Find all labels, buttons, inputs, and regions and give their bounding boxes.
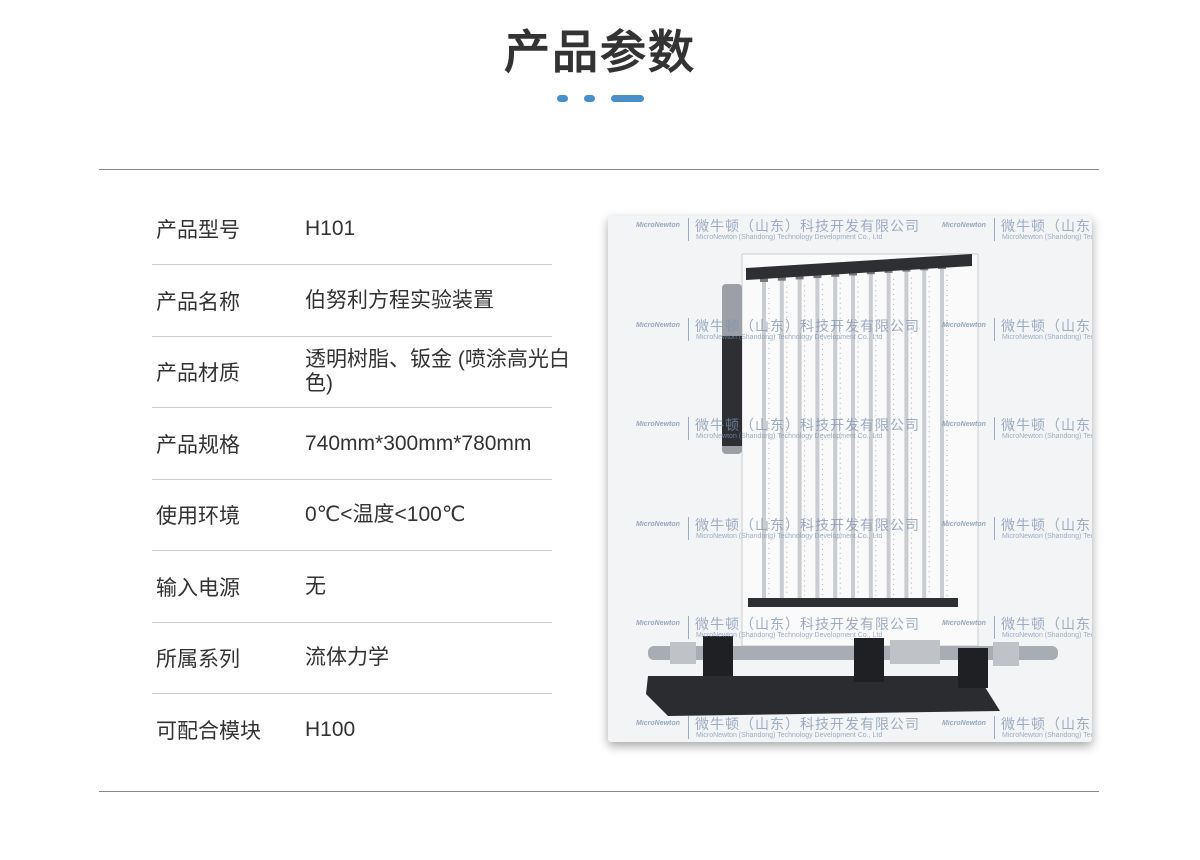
watermark-en: MicroNewton (Shandong) Technology Develo… (994, 632, 1092, 639)
watermark-cn: 微牛顿（山东）科技开发有限公司 (688, 218, 920, 234)
watermark-en: MicroNewton (Shandong) Technology Develo… (994, 731, 1092, 739)
watermark-en: MicroNewton (Shandong) Technology Develo… (994, 333, 1092, 341)
watermark-en: MicroNewton (Shandong) Technology Develo… (688, 433, 920, 440)
spec-label: 使用环境 (156, 505, 240, 528)
spec-row: 产品名称 伯努利方程实验装置 (152, 266, 552, 337)
piezometer-tube (868, 270, 873, 601)
bottom-divider (99, 791, 1099, 792)
spec-label: 所属系列 (156, 648, 240, 671)
piezometer-tube (779, 276, 784, 601)
watermark-cn: 微牛顿（山东）科技开发有限公司 (688, 317, 920, 334)
piezometer-tube (904, 267, 909, 601)
watermark-en: MicroNewton (Shandong) Technology Develo… (688, 532, 920, 540)
piezometer-tube (815, 274, 820, 601)
watermark-cn: 微牛顿（山东）科技开发有限公司 (994, 218, 1092, 234)
watermark-cn: 微牛顿（山东）科技开发有限公司 (688, 715, 920, 732)
spec-row: 产品型号 H101 (152, 194, 552, 265)
watermark-logo: MicroNewton (636, 620, 680, 627)
watermark-en: MicroNewton (Shandong) Technology Develo… (688, 731, 920, 739)
watermark-logo: MicroNewton (636, 222, 680, 229)
spec-value: 透明树脂、钣金 (喷涂高光白色) (305, 348, 570, 395)
title-accent-bar (611, 95, 644, 102)
watermark-cn: 微牛顿（山东）科技开发有限公司 (994, 317, 1092, 334)
watermark-logo: MicroNewton (636, 321, 680, 329)
piezometer-tube (851, 271, 855, 601)
watermark-logo: MicroNewton (636, 421, 680, 428)
watermark-logo: MicroNewton (942, 222, 986, 229)
spec-value: H101 (305, 217, 356, 240)
spec-label: 输入电源 (156, 576, 240, 600)
watermark-en: MicroNewton (Shandong) Technology Develo… (688, 333, 920, 341)
watermark-en: MicroNewton (Shandong) Technology Develo… (688, 632, 920, 639)
title-accent-dot (584, 95, 595, 102)
watermark-en: MicroNewton (Shandong) Technology Develo… (994, 532, 1092, 540)
piezometer-tube (833, 272, 838, 601)
spec-value: 0℃<温度<100℃ (305, 503, 466, 526)
spec-row: 产品规格 740mm*300mm*780mm (152, 409, 552, 480)
spec-label: 产品规格 (156, 433, 240, 457)
piezometer-tube (940, 265, 944, 601)
piezometer-tube (762, 278, 766, 601)
apparatus-illustration (646, 253, 1058, 716)
watermark-en: MicroNewton (Shandong) Technology Develo… (688, 234, 920, 241)
spec-row: 可配合模块 H100 (152, 695, 552, 766)
watermark-en: MicroNewton (Shandong) Technology Develo… (994, 433, 1092, 440)
watermark-en: MicroNewton (Shandong) Technology Develo… (994, 234, 1092, 241)
spec-value: 伯努利方程实验装置 (305, 288, 494, 312)
watermark-cn: 微牛顿（山东）科技开发有限公司 (994, 616, 1092, 632)
spec-row: 所属系列 流体力学 (152, 623, 552, 694)
watermark-cn: 微牛顿（山东）科技开发有限公司 (994, 715, 1092, 732)
watermark-logo: MicroNewton (636, 520, 680, 528)
watermark-cn: 微牛顿（山东）科技开发有限公司 (688, 516, 920, 533)
spec-row: 使用环境 0℃<温度<100℃ (152, 480, 552, 551)
piezometer-tube (922, 266, 927, 601)
watermark-cn: 微牛顿（山东）科技开发有限公司 (994, 516, 1092, 533)
watermark-logo: MicroNewton (942, 321, 986, 329)
spec-value: 740mm*300mm*780mm (305, 431, 532, 455)
watermark-logo: MicroNewton (942, 719, 986, 727)
watermark-cn: 微牛顿（山东）科技开发有限公司 (688, 616, 920, 632)
spec-label: 产品名称 (156, 290, 240, 314)
title-accent-dot (557, 95, 568, 102)
spec-value: H100 (305, 718, 356, 741)
top-divider (99, 169, 1099, 170)
page-title: 产品参数 (504, 25, 696, 79)
watermark-logo: MicroNewton (942, 520, 986, 528)
piezometer-tube (886, 268, 891, 601)
spec-value: 无 (305, 574, 326, 598)
watermark-logo: MicroNewton (636, 719, 680, 727)
spec-value: 流体力学 (305, 646, 389, 669)
piezometer-tube (797, 275, 802, 601)
watermark-cn: 微牛顿（山东）科技开发有限公司 (994, 417, 1092, 433)
watermark-cn: 微牛顿（山东）科技开发有限公司 (688, 417, 920, 433)
spec-label: 可配合模块 (156, 720, 261, 743)
spec-row: 输入电源 无 (152, 552, 552, 623)
spec-row: 产品材质 透明树脂、钣金 (喷涂高光白色) (152, 337, 570, 408)
watermark-logo: MicroNewton (942, 421, 986, 428)
spec-label: 产品型号 (156, 219, 240, 242)
watermark-logo: MicroNewton (942, 620, 986, 627)
spec-label: 产品材质 (156, 362, 240, 385)
